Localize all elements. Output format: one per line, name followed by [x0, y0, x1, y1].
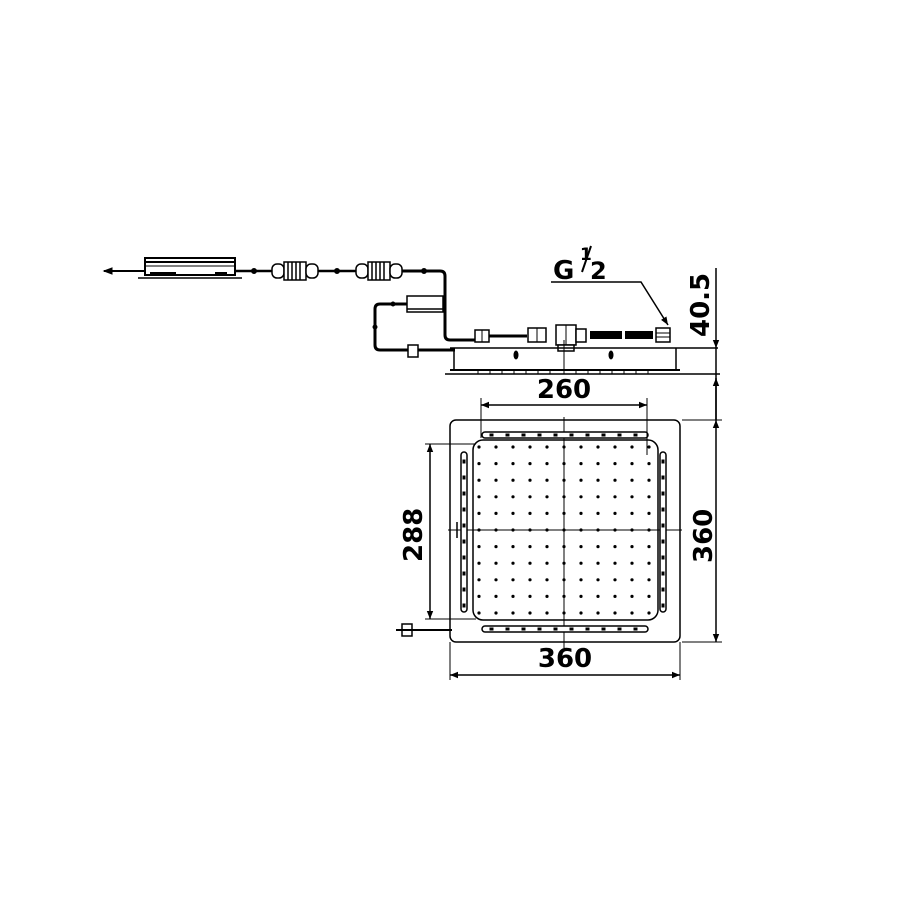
cable-connector-1	[271, 261, 319, 281]
dim-360-vertical-label: 360	[689, 509, 719, 563]
dim-40-5-label: 40.5	[686, 273, 716, 337]
dimension-288: 288	[399, 443, 476, 620]
led-driver-box	[138, 257, 242, 279]
dimension-360-vertical: 360	[682, 378, 722, 643]
thread-numerator: 1	[580, 245, 592, 265]
dimension-360-horizontal: 360	[449, 642, 681, 680]
dimension-40-5: 40.5	[686, 268, 720, 420]
nozzle-grid	[477, 445, 651, 615]
thread-denominator: 2	[590, 257, 607, 285]
cable-connector-2	[355, 261, 403, 281]
thread-callout-g-half: G 1 2	[551, 245, 669, 326]
supply-line-side-view	[102, 257, 671, 358]
shower-plate-top-view	[396, 417, 682, 648]
dimension-260: 260	[480, 375, 648, 455]
thread-prefix: G	[553, 256, 574, 286]
shower-plate-side-view	[445, 340, 720, 375]
dim-360-horizontal-label: 360	[538, 644, 592, 674]
water-fittings	[474, 324, 671, 352]
dim-260-label: 260	[537, 375, 591, 405]
dim-288-label: 288	[399, 508, 429, 562]
